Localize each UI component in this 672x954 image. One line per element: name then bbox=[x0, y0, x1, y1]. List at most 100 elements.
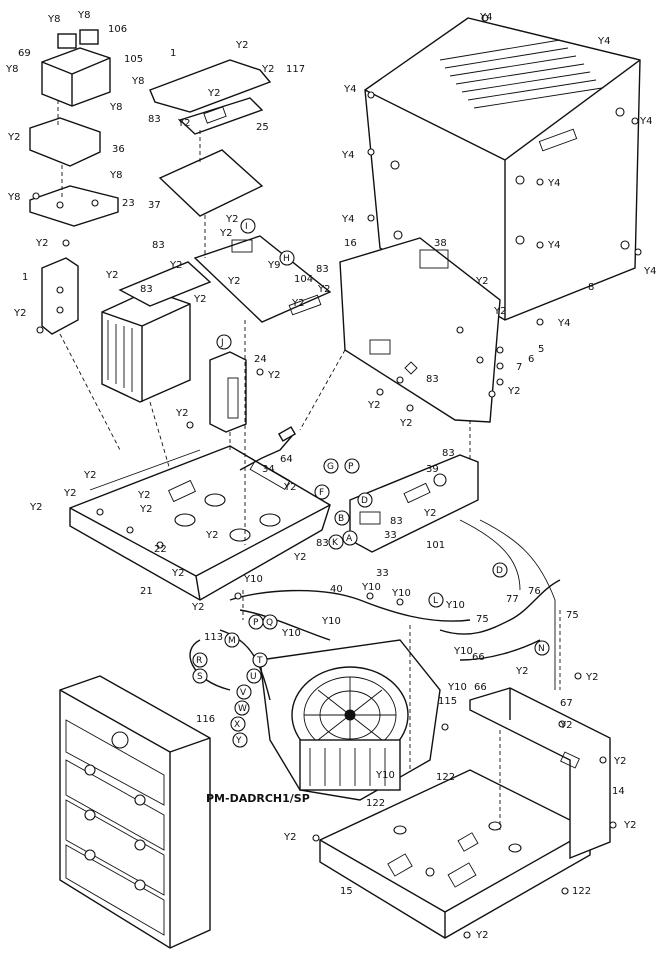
svg-text:22: 22 bbox=[154, 544, 167, 555]
svg-text:Y4: Y4 bbox=[557, 318, 570, 329]
wiring-harness bbox=[189, 519, 561, 701]
svg-text:Y8: Y8 bbox=[47, 14, 60, 25]
svg-text:39: 39 bbox=[426, 464, 439, 475]
svg-text:N: N bbox=[538, 644, 545, 654]
svg-text:D: D bbox=[496, 566, 503, 576]
insulator-sheet-part bbox=[158, 149, 264, 217]
svg-text:G: G bbox=[327, 462, 334, 472]
svg-text:Y4: Y4 bbox=[343, 84, 356, 95]
svg-text:Y4: Y4 bbox=[639, 116, 652, 127]
svg-text:Y2: Y2 bbox=[63, 488, 76, 499]
svg-text:Y4: Y4 bbox=[643, 266, 656, 277]
svg-text:Y: Y bbox=[235, 736, 242, 746]
svg-text:U: U bbox=[250, 672, 257, 682]
svg-text:Y2: Y2 bbox=[35, 238, 48, 249]
svg-text:Y2: Y2 bbox=[515, 666, 528, 677]
svg-text:Y10: Y10 bbox=[361, 582, 381, 593]
svg-text:R: R bbox=[196, 656, 202, 666]
svg-text:Y8: Y8 bbox=[109, 170, 122, 181]
svg-text:15: 15 bbox=[340, 886, 353, 897]
svg-text:24: 24 bbox=[254, 354, 267, 365]
svg-text:37: 37 bbox=[148, 200, 161, 211]
svg-text:Y2: Y2 bbox=[399, 418, 412, 429]
svg-text:B: B bbox=[338, 514, 344, 524]
svg-text:Y4: Y4 bbox=[547, 178, 560, 189]
vertical-bracket-part bbox=[209, 351, 247, 433]
svg-text:Y2: Y2 bbox=[219, 228, 232, 239]
svg-text:40: 40 bbox=[330, 584, 343, 595]
connector-markers: I H J G P F D B A K D L P Q M R S T U V … bbox=[192, 218, 550, 748]
svg-text:M: M bbox=[228, 636, 236, 646]
svg-text:105: 105 bbox=[124, 54, 143, 65]
svg-text:Y2: Y2 bbox=[507, 386, 520, 397]
svg-text:Y2: Y2 bbox=[267, 370, 280, 381]
screw-markers bbox=[32, 14, 642, 939]
svg-text:23: 23 bbox=[122, 198, 135, 209]
svg-text:K: K bbox=[332, 538, 339, 548]
svg-text:113: 113 bbox=[204, 632, 223, 643]
bracket-part bbox=[29, 185, 119, 227]
svg-text:Y2: Y2 bbox=[7, 132, 20, 143]
svg-text:66: 66 bbox=[474, 682, 487, 693]
svg-text:T: T bbox=[256, 656, 263, 666]
svg-text:7: 7 bbox=[516, 362, 522, 373]
svg-text:Y2: Y2 bbox=[585, 672, 598, 683]
svg-text:Y10: Y10 bbox=[321, 616, 341, 627]
svg-text:Y2: Y2 bbox=[83, 470, 96, 481]
svg-text:Y2: Y2 bbox=[137, 490, 150, 501]
svg-text:101: 101 bbox=[426, 540, 445, 551]
svg-text:Y2: Y2 bbox=[207, 88, 220, 99]
svg-text:H: H bbox=[283, 254, 290, 264]
svg-text:Y10: Y10 bbox=[391, 588, 411, 599]
svg-text:Y8: Y8 bbox=[131, 76, 144, 87]
model-label: PM-DADRCH1/SP bbox=[206, 792, 310, 805]
svg-text:I: I bbox=[245, 222, 248, 232]
small-pcb-part bbox=[193, 235, 332, 323]
heatsink-part bbox=[101, 261, 212, 403]
svg-text:Y2: Y2 bbox=[559, 720, 572, 731]
svg-text:36: 36 bbox=[112, 144, 125, 155]
svg-text:83: 83 bbox=[140, 284, 153, 295]
svg-text:Y8: Y8 bbox=[7, 192, 20, 203]
svg-text:Y10: Y10 bbox=[453, 646, 473, 657]
svg-text:Y8: Y8 bbox=[5, 64, 18, 75]
svg-text:Y2: Y2 bbox=[177, 118, 190, 129]
svg-text:Y8: Y8 bbox=[109, 102, 122, 113]
cabinet-part bbox=[364, 17, 641, 321]
svg-text:14: 14 bbox=[612, 786, 625, 797]
svg-text:Y10: Y10 bbox=[281, 628, 301, 639]
svg-text:Y2: Y2 bbox=[235, 40, 248, 51]
svg-text:117: 117 bbox=[286, 64, 305, 75]
svg-text:69: 69 bbox=[18, 48, 31, 59]
svg-text:38: 38 bbox=[434, 238, 447, 249]
svg-text:Y2: Y2 bbox=[227, 276, 240, 287]
svg-text:116: 116 bbox=[196, 714, 215, 725]
svg-text:122: 122 bbox=[572, 886, 591, 897]
svg-text:Y2: Y2 bbox=[225, 214, 238, 225]
svg-text:6: 6 bbox=[528, 354, 534, 365]
svg-text:Y2: Y2 bbox=[261, 64, 274, 75]
svg-text:122: 122 bbox=[436, 772, 455, 783]
svg-text:L: L bbox=[433, 596, 438, 606]
svg-text:Y2: Y2 bbox=[193, 294, 206, 305]
pcb-board-part bbox=[149, 59, 272, 135]
main-chassis-part bbox=[69, 445, 331, 601]
svg-text:Y2: Y2 bbox=[283, 482, 296, 493]
svg-text:83: 83 bbox=[316, 538, 329, 549]
svg-text:Y2: Y2 bbox=[613, 756, 626, 767]
svg-text:Y4: Y4 bbox=[341, 214, 354, 225]
svg-text:122: 122 bbox=[366, 798, 385, 809]
svg-text:25: 25 bbox=[256, 122, 269, 133]
svg-text:83: 83 bbox=[152, 240, 165, 251]
transformer-part bbox=[41, 29, 111, 107]
svg-text:Y2: Y2 bbox=[475, 930, 488, 941]
svg-text:Y10: Y10 bbox=[243, 574, 263, 585]
svg-text:Y10: Y10 bbox=[375, 770, 395, 781]
svg-text:Y2: Y2 bbox=[139, 504, 152, 515]
svg-text:Y2: Y2 bbox=[317, 284, 330, 295]
svg-text:A: A bbox=[346, 534, 353, 544]
svg-text:S: S bbox=[197, 672, 203, 682]
svg-text:Y2: Y2 bbox=[493, 306, 506, 317]
shield-plate-part bbox=[29, 117, 101, 167]
svg-text:Y2: Y2 bbox=[293, 552, 306, 563]
